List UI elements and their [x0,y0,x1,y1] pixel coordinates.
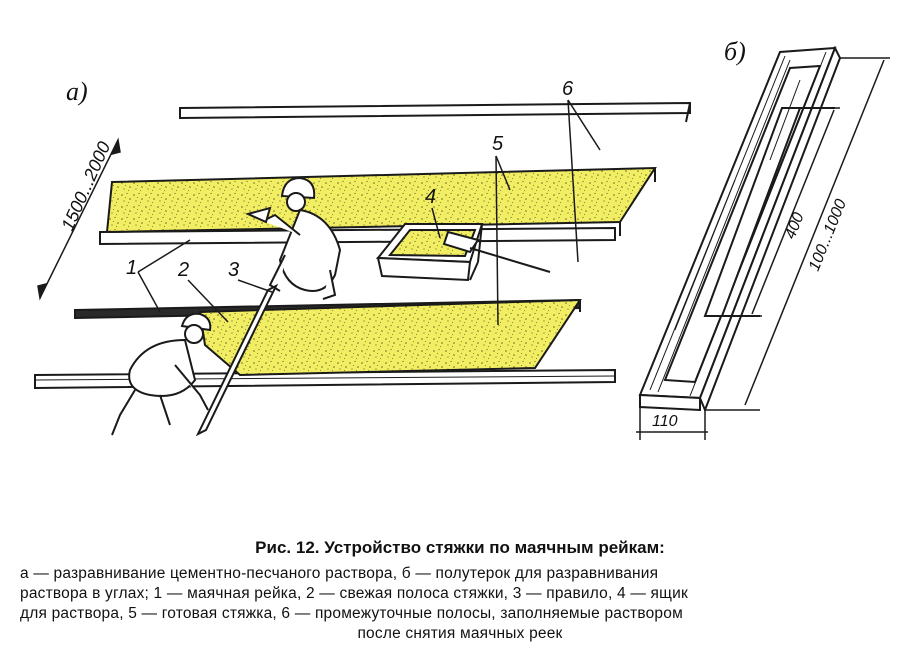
figure-caption: Рис. 12. Устройство стяжки по маячным ре… [20,538,900,644]
guide-rail-top [179,101,691,123]
float-dimensions [636,57,890,440]
callout-1: 1 [126,257,137,279]
caption-line-1: а — разравнивание цементно-песчаного рас… [20,565,659,582]
spacing-dimension [37,137,121,301]
float-width-label: 110 [652,413,678,430]
callout-5: 5 [492,133,504,155]
part-b-label: б) [724,37,746,66]
screed-rule [195,283,279,437]
callout-6: 6 [562,78,574,100]
callout-4: 4 [425,186,436,208]
callout-2: 2 [177,259,189,281]
fresh-screed-strip-lower [198,298,582,377]
caption-title: Рис. 12. Устройство стяжки по маячным ре… [255,538,665,557]
worker-lower [111,312,212,436]
worker-upper [245,176,342,300]
spacing-dimension-label: 1500...2000 [57,139,114,234]
leader-lines [137,99,601,326]
screed-installation-figure: а) [34,37,890,440]
caption-line-3: для раствора, 5 — готовая стяжка, 6 — пр… [20,605,683,622]
part-a-label: а) [66,77,88,106]
float-length-outer-label: 100...1000 [806,197,850,274]
caption-line-4: после снятия маячных реек [357,625,563,642]
callout-3: 3 [228,259,239,281]
shovel [442,230,551,273]
caption-body: а — разравнивание цементно-песчаного рас… [20,564,900,644]
float-length-inner-label: 400 [782,210,808,241]
caption-line-2: раствора в углах; 1 — маячная рейка, 2 —… [20,585,688,602]
